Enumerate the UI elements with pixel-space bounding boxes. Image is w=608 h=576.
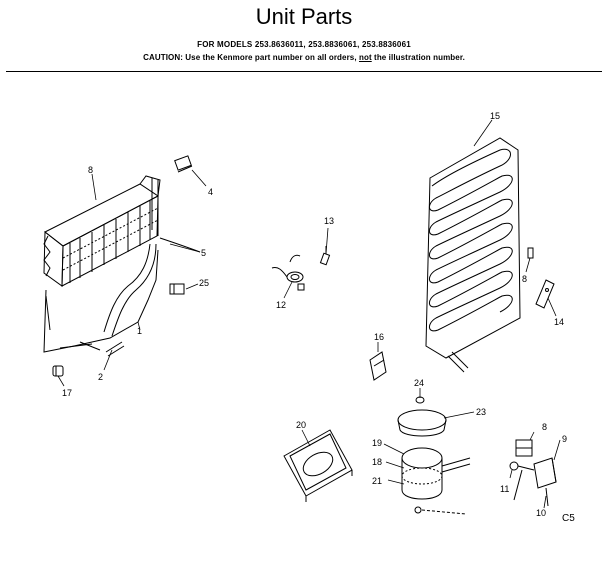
caution-not: not xyxy=(358,53,372,62)
callout-20: 20 xyxy=(296,420,306,430)
clip-6 xyxy=(527,247,534,259)
callout-13: 13 xyxy=(324,216,334,226)
callout-10: 10 xyxy=(536,508,546,518)
wire-5 xyxy=(159,237,201,253)
callout-2: 2 xyxy=(98,372,103,382)
evaporator-coil xyxy=(425,137,521,373)
callout-6: 8 xyxy=(522,274,527,284)
relay-16 xyxy=(369,351,387,381)
callout-19: 19 xyxy=(372,438,382,448)
caution-line: CAUTION: Use the Kenmore part number on … xyxy=(0,53,608,62)
relay-overload xyxy=(509,439,557,507)
caution-suffix: the illustration number. xyxy=(371,53,465,62)
callout-17: 17 xyxy=(62,388,72,398)
callout-3: 8 xyxy=(88,165,93,175)
sensor-12 xyxy=(271,254,305,291)
condenser-coil xyxy=(43,175,161,287)
corner-code: C5 xyxy=(562,513,575,524)
callout-25: 25 xyxy=(199,278,209,288)
callout-8: 8 xyxy=(542,422,547,432)
bracket-25 xyxy=(169,283,185,295)
callout-12: 12 xyxy=(276,300,286,310)
callout-18: 18 xyxy=(372,457,382,467)
cover-23 xyxy=(397,396,447,437)
callout-4: 4 xyxy=(208,187,213,197)
callout-16: 16 xyxy=(374,332,384,342)
clip-4 xyxy=(174,155,193,173)
page-title: Unit Parts xyxy=(255,4,353,29)
callout-labels: 8 4 5 25 1 2 17 12 13 15 8 14 16 24 23 1… xyxy=(62,111,575,524)
header-rule xyxy=(6,71,602,72)
condenser-tubing xyxy=(43,243,159,353)
grommet-17 xyxy=(52,365,64,377)
callout-11: 11 xyxy=(500,484,509,494)
caution-prefix: CAUTION: Use the Kenmore part number on … xyxy=(143,53,359,62)
compressor xyxy=(401,447,471,515)
clip-13 xyxy=(319,246,331,266)
callout-14: 14 xyxy=(554,317,564,327)
callout-15: 15 xyxy=(490,111,500,121)
bracket-14 xyxy=(535,279,555,309)
callout-23: 23 xyxy=(476,407,486,417)
callout-9: 9 xyxy=(562,434,567,444)
callout-5: 5 xyxy=(201,248,206,258)
callout-24: 24 xyxy=(414,378,424,388)
callout-1: 1 xyxy=(137,326,142,336)
models-line: FOR MODELS 253.8636011, 253.8836061, 253… xyxy=(197,40,411,49)
base-plate-20 xyxy=(283,429,353,502)
leader-lines xyxy=(57,119,561,509)
callout-21: 21 xyxy=(372,476,382,486)
tube-2 xyxy=(105,341,125,357)
